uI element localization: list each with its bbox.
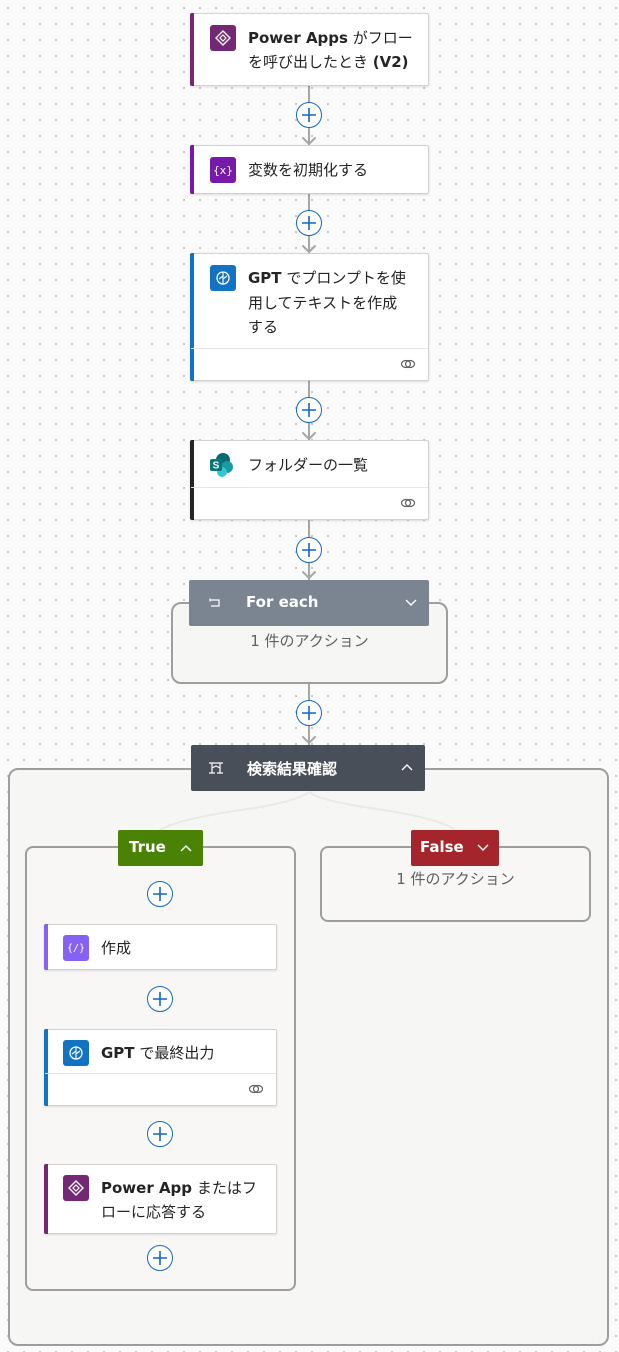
card-accent [190,145,194,194]
compose-icon: {/} [63,935,89,961]
true-branch-header[interactable]: True [118,830,203,866]
init-variable-card[interactable]: {x} 変数を初期化する [190,145,429,194]
add-step-button[interactable] [147,1121,173,1147]
for-each-action-count: 1 件のアクション [250,632,369,650]
svg-text:S: S [213,461,220,472]
true-branch-label: True [129,838,166,856]
respond-title: Power App またはフ ローに応答する [101,1179,257,1221]
chevron-up-icon[interactable] [180,844,192,852]
init-variable-title: 変数を初期化する [248,161,369,179]
card-accent [190,440,194,520]
add-step-button[interactable] [296,397,322,423]
folder-list-card[interactable]: S フォルダーの一覧 [190,440,429,520]
plus-icon [153,992,167,1006]
gpt-prompt-card[interactable]: GPT でプロンプトを使 用してテキストを作成 する [190,253,429,381]
plus-icon [153,1251,167,1265]
power-apps-icon [63,1175,89,1201]
for-each-header[interactable]: For each [189,580,429,626]
plus-icon [302,108,316,122]
gpt-final-title: GPT で最終出力 [101,1044,215,1062]
false-branch-action-count: 1 件のアクション [396,870,515,888]
plus-icon [302,706,316,720]
condition-label: 検索結果確認 [247,760,338,778]
false-branch-container[interactable]: 1 件のアクション [320,846,591,922]
plus-icon [302,543,316,557]
card-accent [190,13,194,86]
trigger-title: Power Apps がフロー を呼び出したとき (V2) [248,29,413,71]
card-footer [191,487,428,519]
connection-link-icon[interactable] [248,1083,264,1095]
ai-builder-icon [63,1040,89,1066]
false-branch-label: False [420,838,464,856]
card-footer [45,1073,276,1105]
add-step-button[interactable] [296,700,322,726]
variable-icon: {x} [210,157,236,183]
chevron-down-icon[interactable] [405,599,417,607]
loop-icon [209,598,220,607]
plus-icon [153,887,167,901]
gpt-prompt-title: GPT でプロンプトを使 用してテキストを作成 する [248,269,406,336]
add-step-button[interactable] [147,1245,173,1271]
trigger-card[interactable]: Power Apps がフロー を呼び出したとき (V2) [190,13,429,86]
power-apps-icon [210,25,236,51]
plus-icon [302,216,316,230]
card-accent [44,924,48,970]
condition-icon [209,762,223,774]
condition-header[interactable]: 検索結果確認 [191,745,425,791]
compose-card[interactable]: {/} 作成 [44,924,277,970]
add-step-button[interactable] [147,986,173,1012]
add-step-button[interactable] [147,881,173,907]
respond-card[interactable]: Power App またはフ ローに応答する [44,1164,277,1234]
connection-link-icon[interactable] [400,497,416,509]
card-accent [44,1029,48,1106]
plus-icon [302,403,316,417]
folder-list-title: フォルダーの一覧 [248,456,369,474]
card-accent [190,253,194,381]
plus-icon [153,1127,167,1141]
card-accent [44,1164,48,1234]
chevron-down-icon[interactable] [477,844,489,852]
add-step-button[interactable] [296,537,322,563]
sharepoint-icon: S [208,452,234,478]
compose-title: 作成 [101,939,132,957]
gpt-final-card[interactable]: GPT で最終出力 [44,1029,277,1106]
for-each-label: For each [246,593,319,611]
card-footer [191,348,428,380]
ai-builder-icon [210,265,236,291]
connection-link-icon[interactable] [400,358,416,370]
add-step-button[interactable] [296,102,322,128]
add-step-button[interactable] [296,210,322,236]
false-branch-header[interactable]: False [411,830,499,866]
chevron-up-icon[interactable] [401,763,413,771]
